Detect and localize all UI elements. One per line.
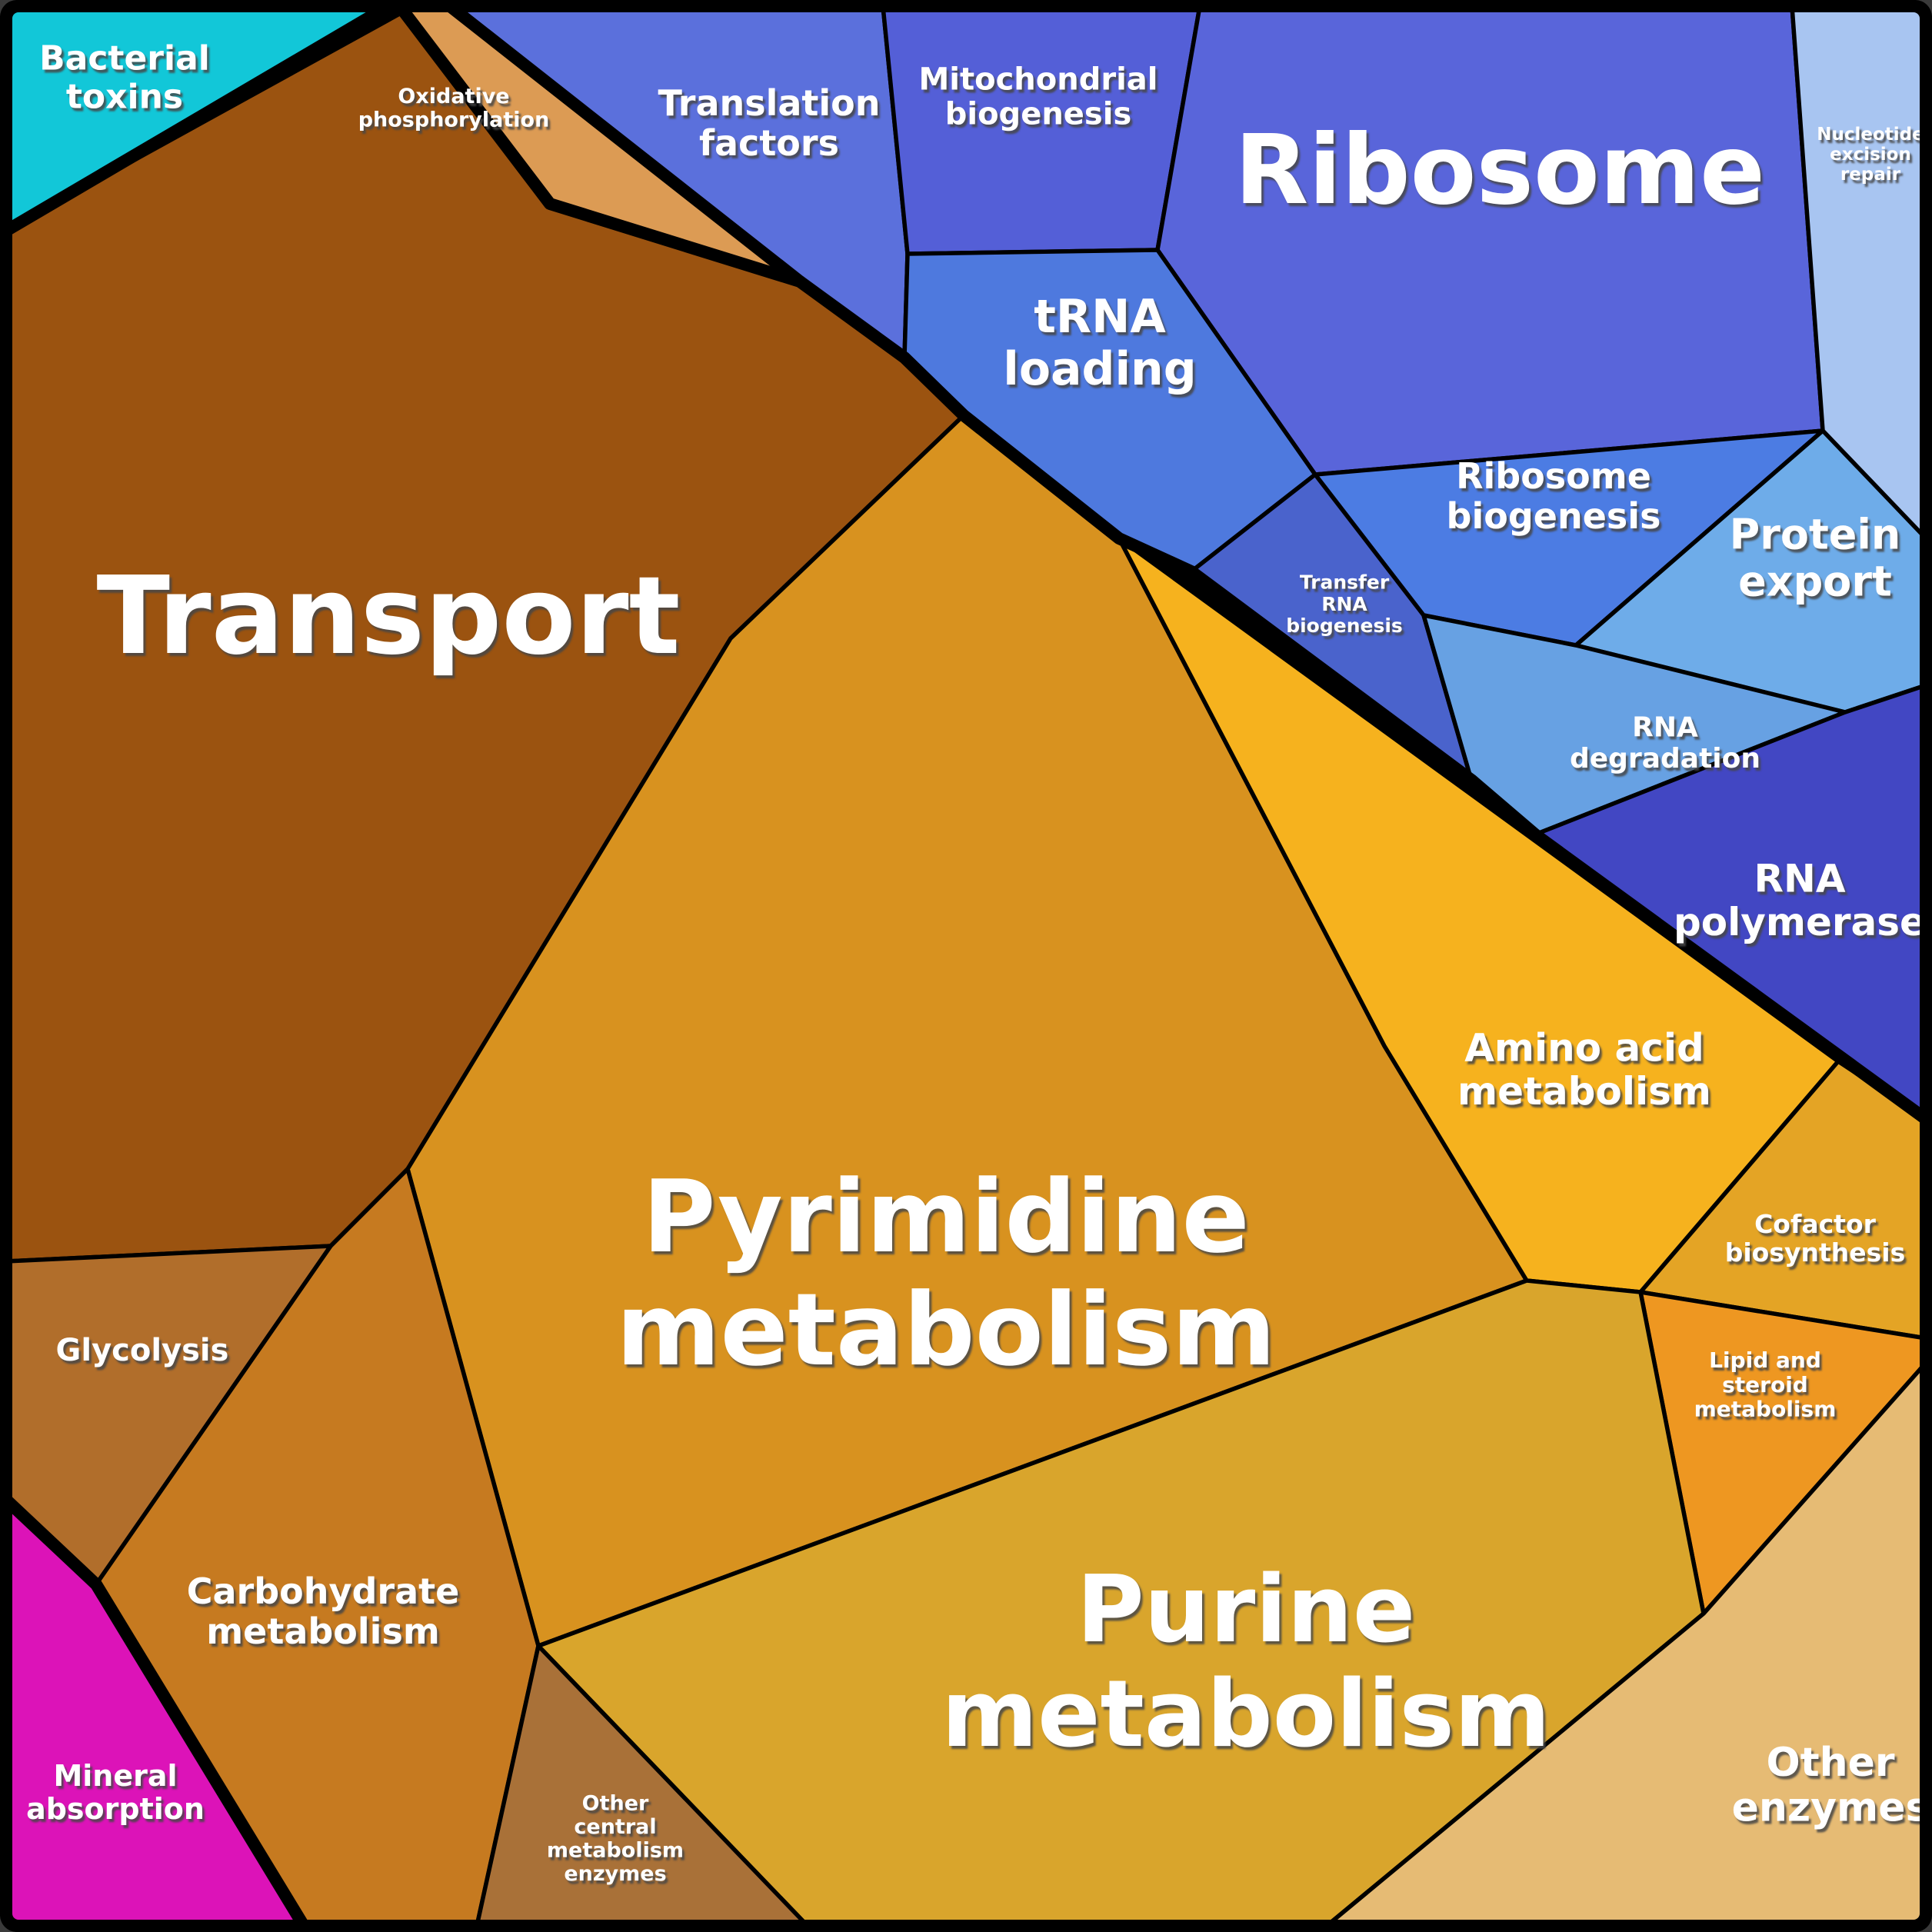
bacterial-toxins-group-border [3,3,395,237]
cell-mitochondrial-biogenesis[interactable] [881,4,1202,256]
cells-layer [4,4,1928,1928]
mineral-absorption-group-border [3,1494,310,1929]
oxidative-phosphorylation-group-border [398,5,806,288]
group-outlines-layer [3,3,1929,1929]
genetic-information-processing-group-border [444,3,1929,1125]
